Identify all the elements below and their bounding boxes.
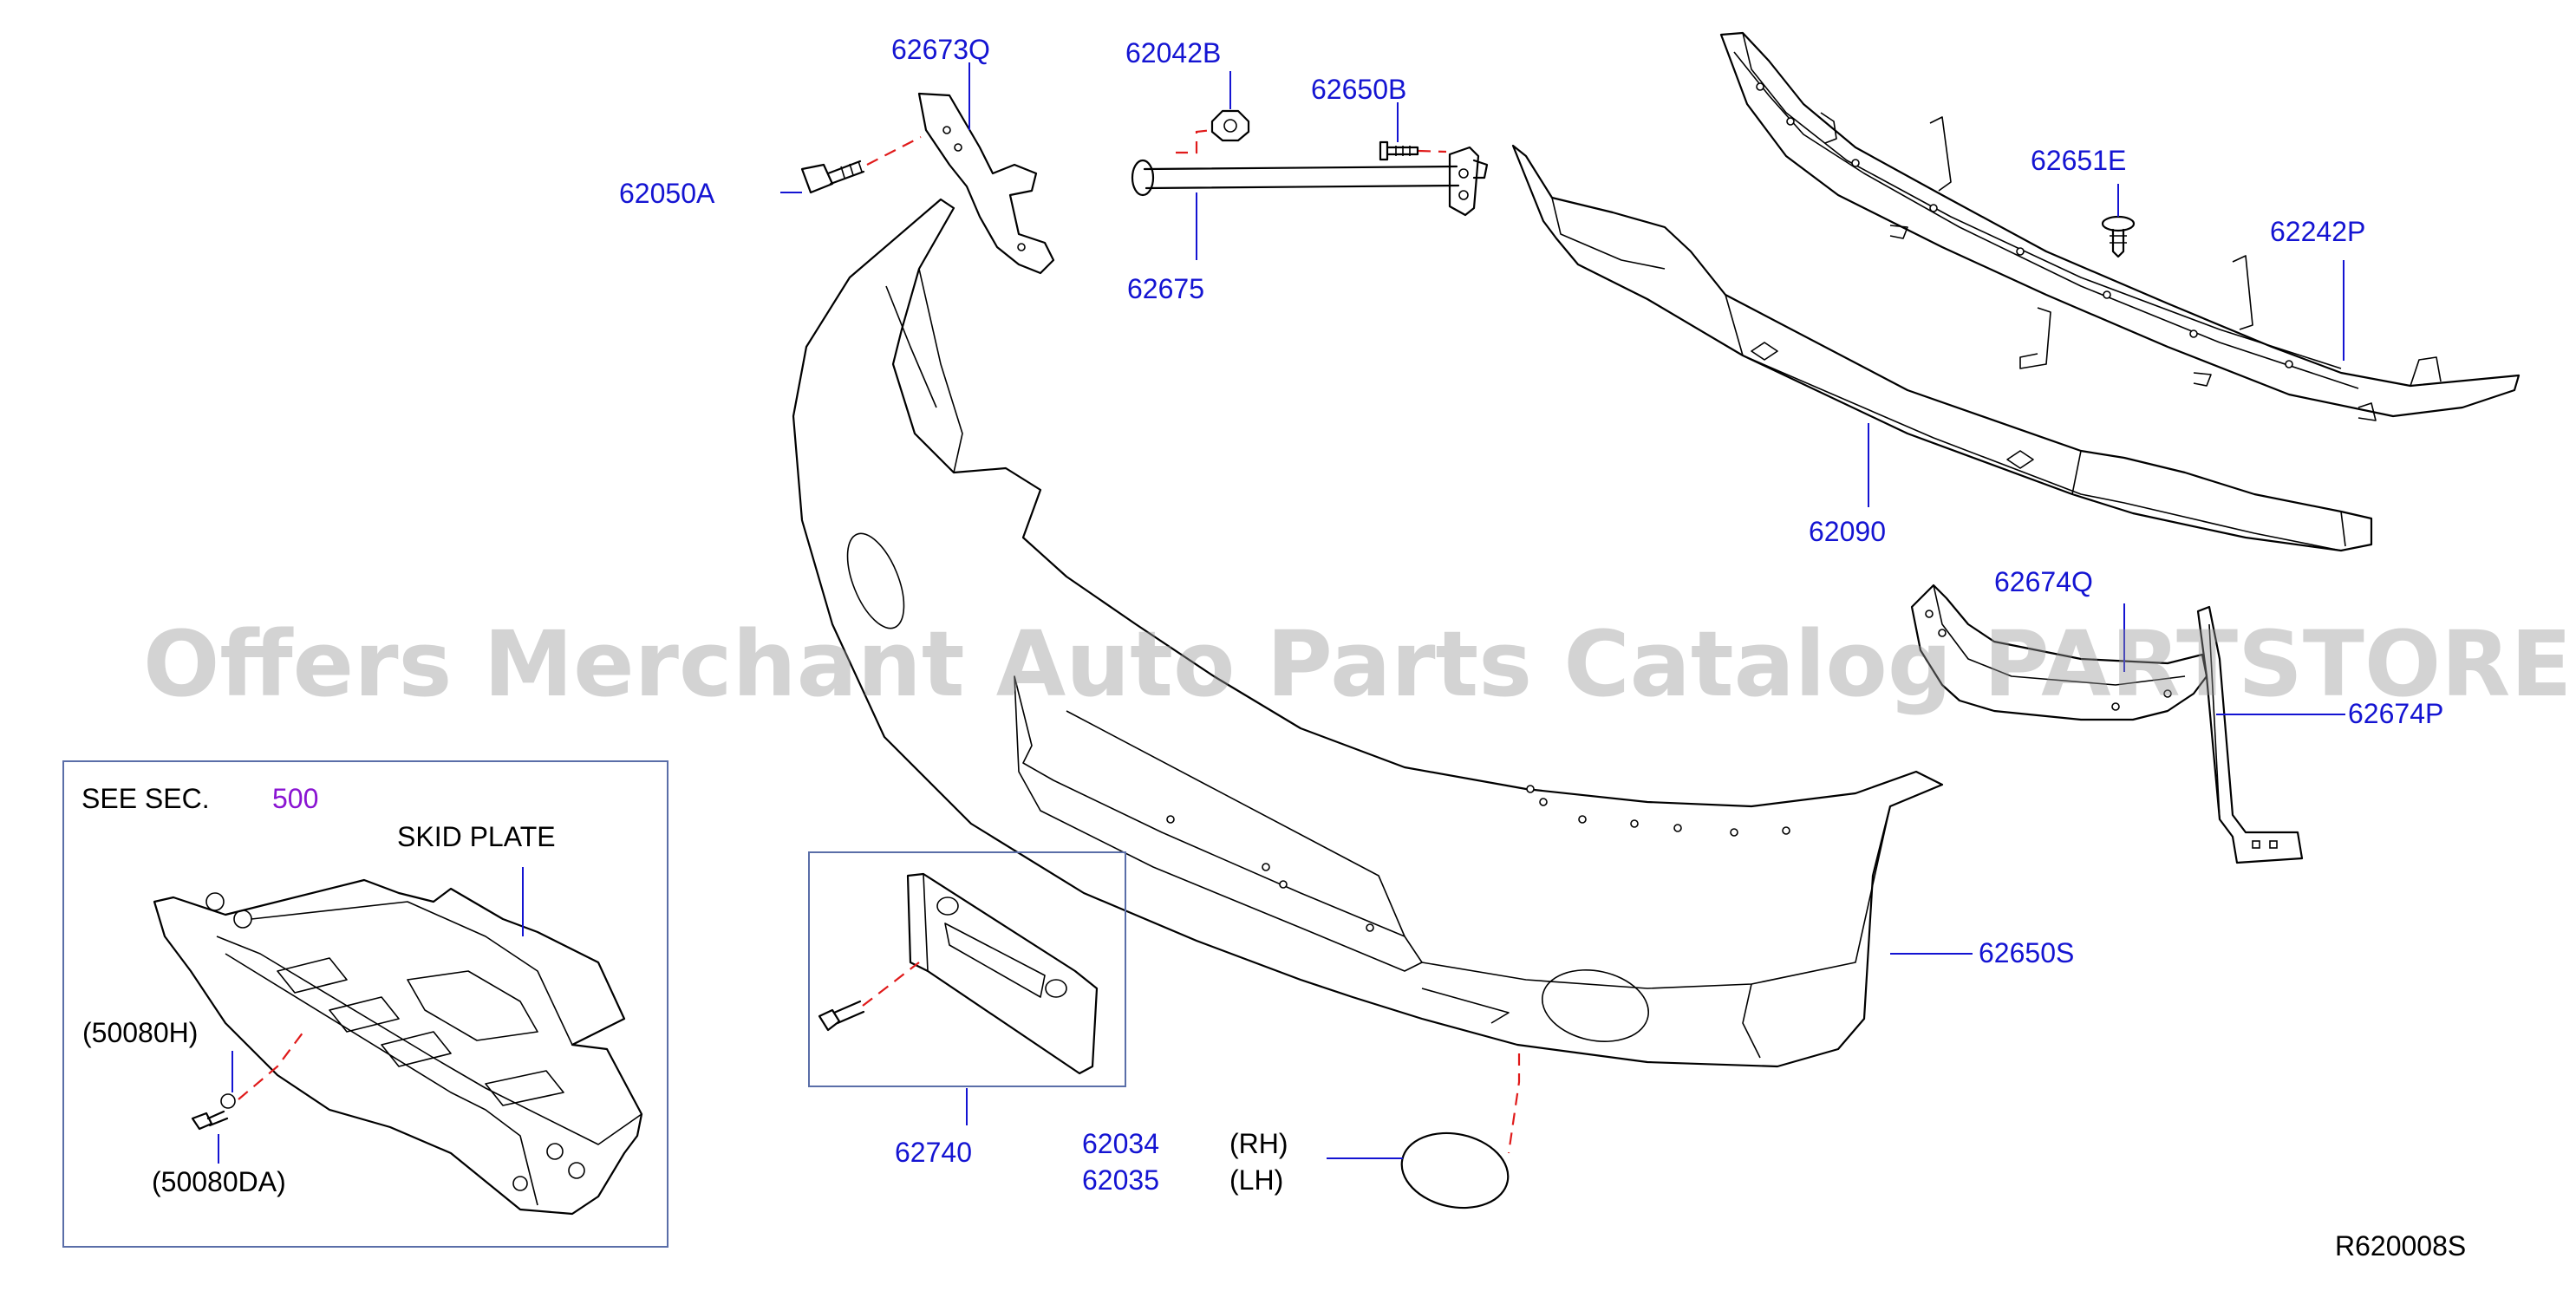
label-62042b[interactable]: 62042B: [1125, 37, 1221, 68]
label-50080h[interactable]: (50080H): [82, 1017, 198, 1048]
bolt-62050a: [800, 160, 865, 194]
label-62674p[interactable]: 62674P: [2348, 698, 2443, 729]
stay-62675: [1131, 146, 1489, 217]
stay-62674p: [2196, 605, 2304, 864]
absorber-62090: [1511, 144, 2373, 552]
nut-62042b: [1210, 109, 1250, 142]
label-62035[interactable]: 62035: [1082, 1164, 1159, 1196]
label-62050a[interactable]: 62050A: [619, 178, 715, 209]
label-lh: (LH): [1229, 1164, 1283, 1196]
watermark-text: Offers Merchant Auto Parts Catalog PARTS…: [143, 611, 2576, 717]
label-62673q[interactable]: 62673Q: [891, 34, 990, 65]
fog-lamp-cover: [1400, 1131, 1510, 1209]
reinforcement-62242p: [1719, 31, 2521, 421]
label-rh: (RH): [1229, 1128, 1288, 1159]
leader-lines: [218, 62, 2345, 1164]
see-sec-label: SEE SEC.: [82, 783, 210, 814]
label-62650b[interactable]: 62650B: [1311, 74, 1406, 105]
bumper-fascia: [792, 198, 1944, 1068]
label-62740[interactable]: 62740: [895, 1137, 972, 1168]
label-62090[interactable]: 62090: [1809, 516, 1886, 547]
bracket-62673q: [917, 92, 1055, 275]
bolt-62650b: [1379, 140, 1419, 161]
clip-62651e: [2101, 215, 2136, 258]
label-62034[interactable]: 62034: [1082, 1128, 1159, 1159]
skid-plate-label: SKID PLATE: [397, 821, 556, 852]
label-62675[interactable]: 62675: [1127, 273, 1204, 304]
label-62242p[interactable]: 62242P: [2270, 216, 2365, 247]
bracket-62674q: [1910, 584, 2208, 721]
see-sec-number-link[interactable]: 500: [272, 783, 318, 814]
plate-bracket-62740-box: [808, 851, 1126, 1087]
label-62650s[interactable]: 62650S: [1979, 937, 2074, 968]
label-62674q[interactable]: 62674Q: [1994, 566, 2093, 597]
label-50080da[interactable]: (50080DA): [152, 1166, 286, 1197]
diagram-code: R620008S: [2335, 1230, 2466, 1262]
label-62651e[interactable]: 62651E: [2031, 145, 2126, 176]
dashed-lines: [238, 128, 1521, 1154]
skid-plate-inset: [62, 760, 668, 1248]
